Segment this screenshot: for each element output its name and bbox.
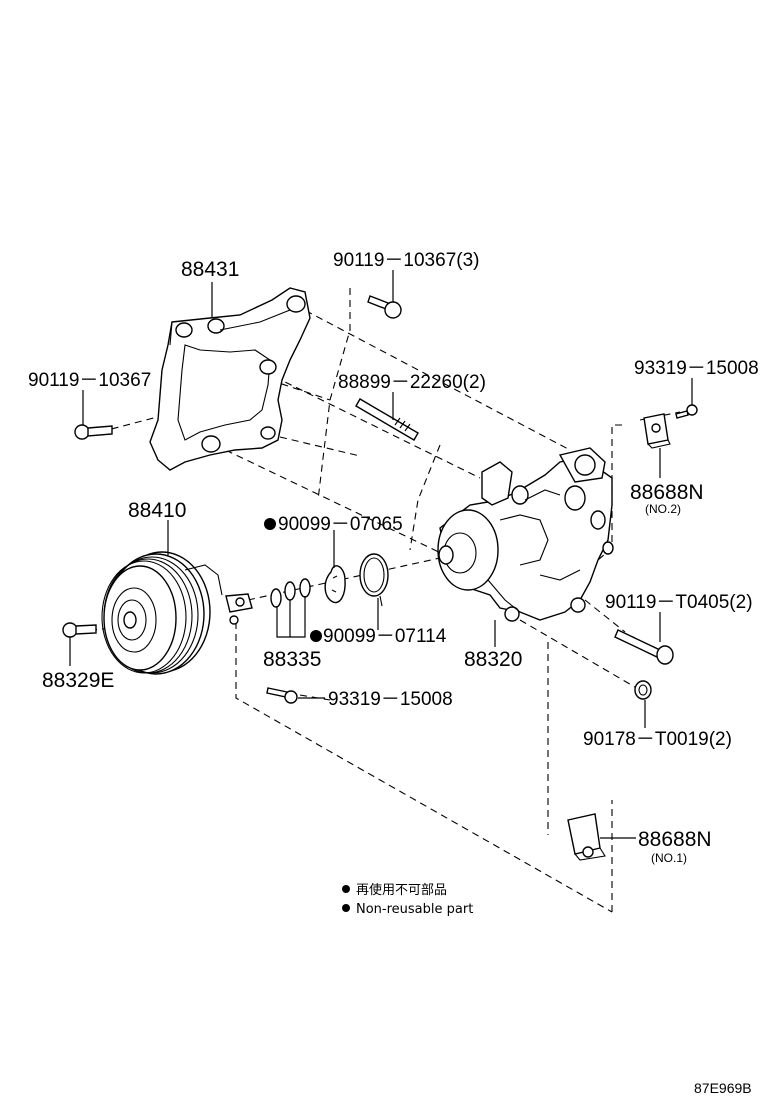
legend-en: Non-reusable part bbox=[356, 902, 473, 917]
label-88899-22260-2: 88899－22260(2) bbox=[338, 372, 486, 393]
label-88688N-no2: 88688N bbox=[630, 481, 704, 504]
label-88688N-no1: 88688N bbox=[638, 828, 712, 851]
label-90099-07114: 90099－07114 bbox=[323, 626, 447, 647]
label-90178-T0019-2: 90178－T0019(2) bbox=[583, 729, 732, 750]
bolt-90119-T0405 bbox=[614, 629, 674, 665]
label-93319-15008-bottom: 93319－15008 bbox=[328, 689, 453, 710]
label-93319-15008-top: 93319－15008 bbox=[634, 358, 759, 379]
screw-93319-15008-bottom bbox=[266, 687, 298, 704]
compressor-88320 bbox=[437, 447, 614, 622]
nut-90178-T0019 bbox=[634, 680, 652, 700]
part-labels: 88431 90119－10367(3) 90119－10367 88899－2… bbox=[28, 250, 759, 865]
label-88431: 88431 bbox=[181, 258, 239, 281]
stud-88899-22260 bbox=[355, 398, 419, 441]
label-88688N-no1-sub: (NO.1) bbox=[651, 851, 687, 865]
screw-93319-15008-top bbox=[675, 404, 698, 419]
label-88335: 88335 bbox=[263, 648, 321, 671]
magnet-clutch-pulley bbox=[101, 551, 253, 675]
legend-bullet-en bbox=[342, 904, 350, 912]
snap-ring-90099-07065 bbox=[359, 553, 389, 607]
label-88410: 88410 bbox=[128, 499, 186, 522]
plate-88688N-no2 bbox=[643, 413, 671, 449]
bolt-90119-10367-left bbox=[74, 424, 113, 440]
drawing-code: 87E969B bbox=[694, 1080, 752, 1096]
legend: 再使用不可部品 Non-reusable part bbox=[342, 882, 473, 917]
label-90119-T0405-2: 90119－T0405(2) bbox=[605, 592, 753, 613]
label-88329E: 88329E bbox=[42, 669, 114, 692]
label-88688N-no2-sub: (NO.2) bbox=[645, 502, 681, 516]
label-90119-10367: 90119－10367 bbox=[28, 370, 151, 391]
label-88320: 88320 bbox=[464, 648, 522, 671]
plate-88688N-no1 bbox=[567, 813, 606, 861]
label-90119-10367-3: 90119－10367(3) bbox=[333, 250, 479, 271]
non-reusable-mark-07114 bbox=[310, 630, 322, 642]
legend-jp: 再使用不可部品 bbox=[356, 882, 447, 898]
bolt-88329E bbox=[62, 622, 97, 638]
label-90099-07065: 90099－07065 bbox=[278, 514, 403, 535]
legend-bullet-jp bbox=[342, 885, 350, 893]
compressor-bracket bbox=[149, 287, 311, 471]
non-reusable-mark-07065 bbox=[264, 518, 276, 530]
leader-lines bbox=[69, 270, 693, 839]
snap-ring-90099-07114 bbox=[324, 565, 346, 604]
bolt-90119-10367-top bbox=[367, 295, 402, 319]
